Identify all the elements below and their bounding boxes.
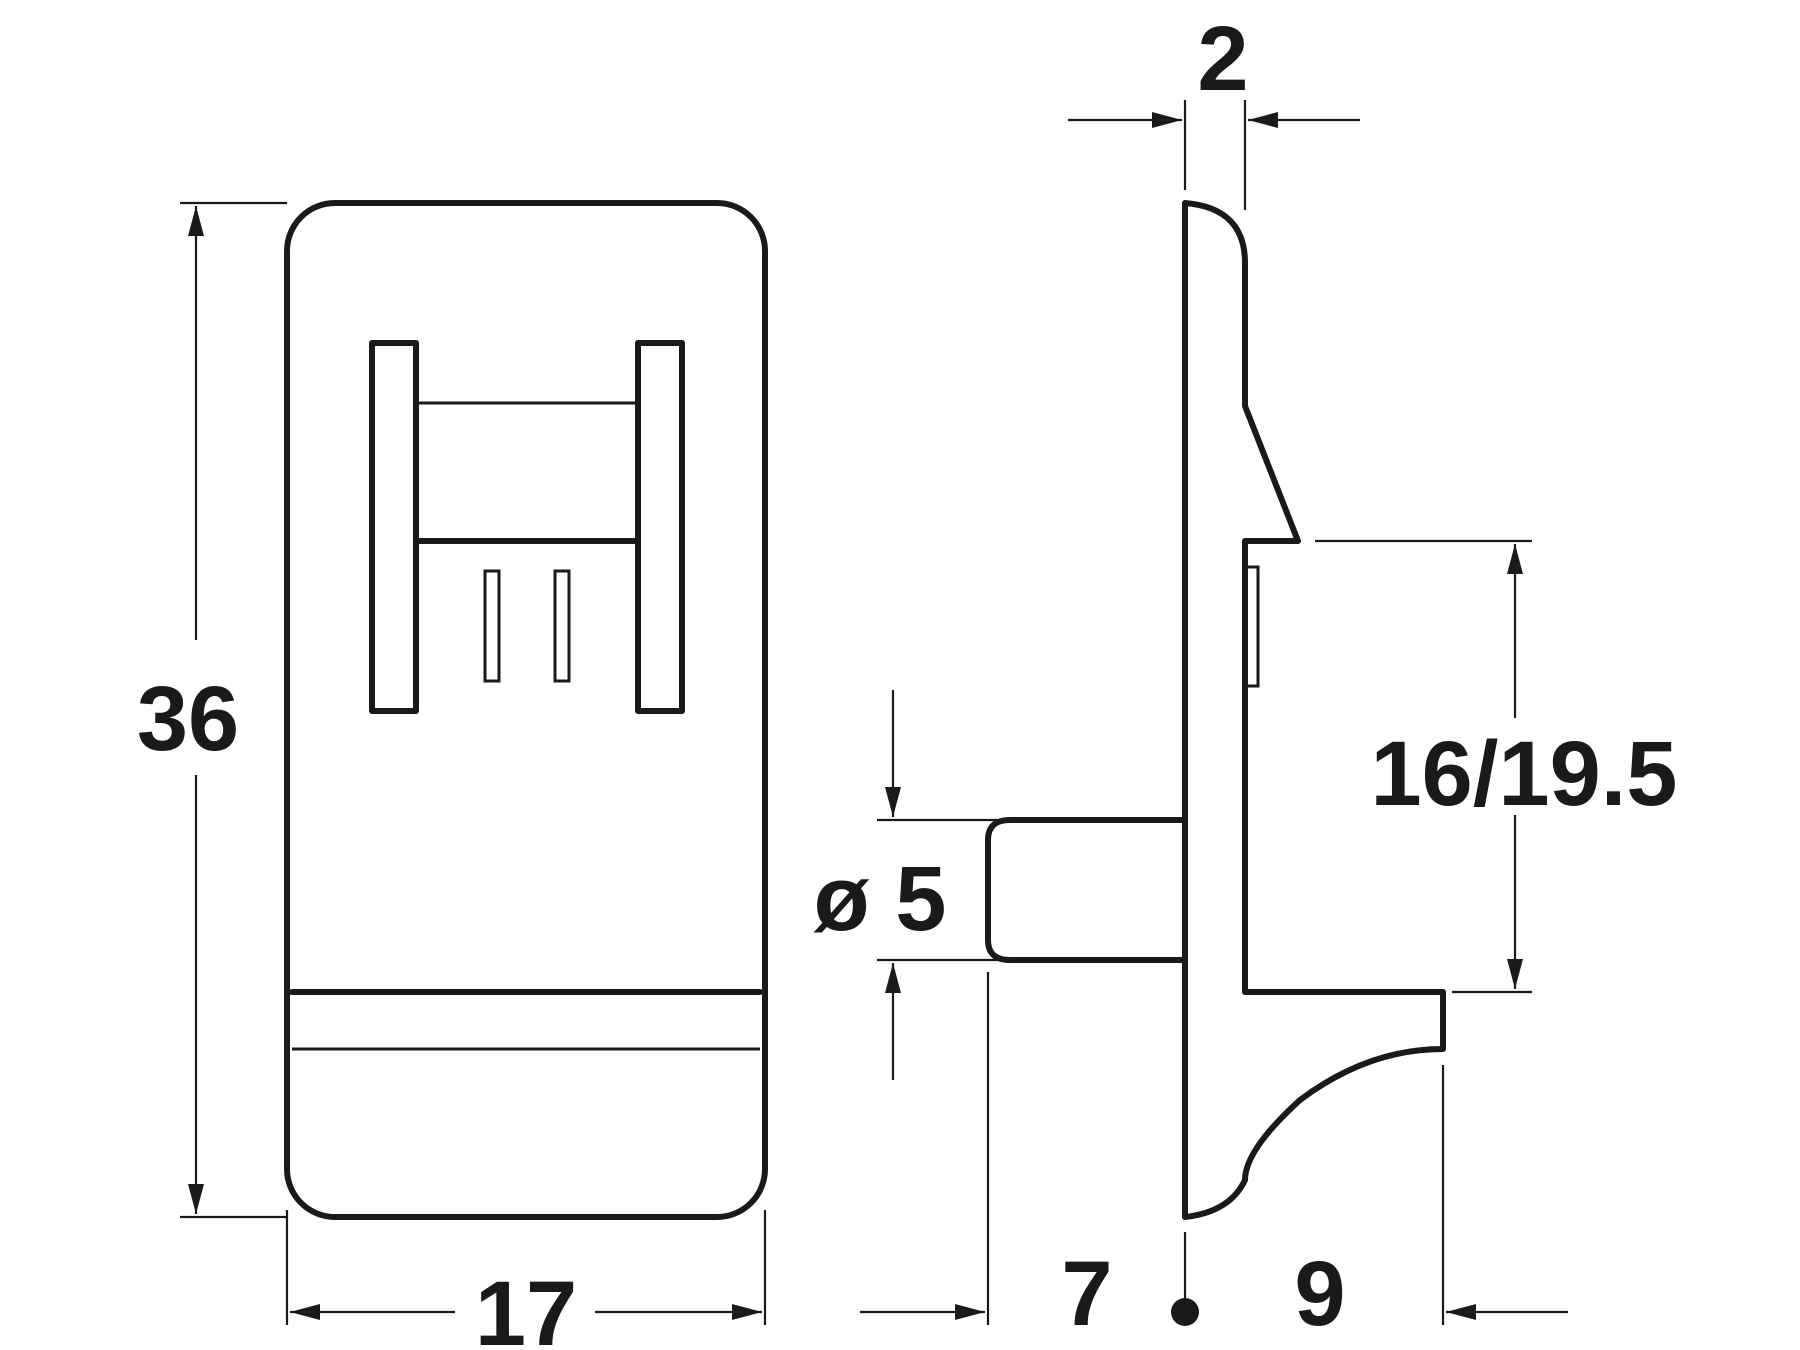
thickness-label: 2 (1197, 8, 1248, 110)
height-dimension: 36 (137, 201, 287, 1219)
front-plate-outline (284, 200, 768, 1220)
pin-diameter-dimension: ø 5 (814, 690, 1000, 1080)
side-view (985, 200, 1446, 1326)
pin-length-dimension: 7 (860, 972, 1113, 1345)
width-dimension: 17 (285, 1210, 767, 1350)
side-plate-outline (1182, 200, 1446, 1220)
slot-left (483, 569, 501, 683)
shelf-depth-dimension: 9 (1294, 1065, 1568, 1345)
support-height-dimension: 16/19.5 (1315, 539, 1678, 994)
clip-left-bar (369, 340, 419, 714)
support-height-label: 16/19.5 (1371, 723, 1678, 825)
thickness-dimension: 2 (1068, 8, 1360, 210)
pin-length-label: 7 (1061, 1243, 1112, 1345)
pin-outline (985, 817, 1188, 963)
side-tab (1245, 565, 1260, 688)
slot-right (553, 569, 571, 683)
reference-point-dot (1171, 1298, 1199, 1326)
front-view (284, 200, 768, 1220)
shelf-depth-label: 9 (1294, 1243, 1345, 1345)
pin-diameter-label: ø 5 (814, 848, 947, 950)
width-label: 17 (475, 1263, 577, 1350)
height-label: 36 (137, 668, 239, 770)
clip-right-bar (635, 340, 685, 714)
